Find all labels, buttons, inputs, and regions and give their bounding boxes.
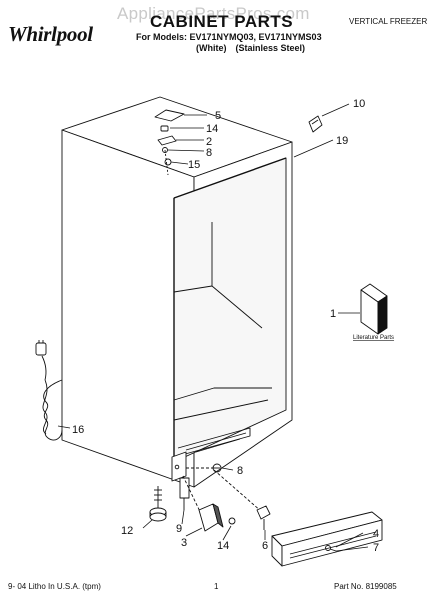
leader-lines <box>57 103 369 552</box>
watermark-text: AppliancePartsPros.com <box>117 4 310 23</box>
leveling-leg-icon <box>149 486 167 522</box>
part-10-clip <box>308 115 323 133</box>
callout-numbers: 5 14 2 8 15 10 19 1 16 8 12 9 3 14 6 4 7 <box>72 98 379 554</box>
callout-1: 1 <box>330 308 336 320</box>
variants-line: (White) (Stainless Steel) <box>196 43 305 53</box>
callout-16: 16 <box>72 424 84 436</box>
footer-print-info: 9- 04 Litho In U.S.A. (tpm) <box>8 582 101 591</box>
callout-8-top: 8 <box>206 147 212 159</box>
hinge-bracket-icon <box>179 477 190 499</box>
brand-logo: Whirlpool <box>8 22 93 46</box>
part-6-clip <box>256 505 271 530</box>
part-3-bracket <box>198 503 224 532</box>
screw-icon <box>162 147 168 153</box>
screw-14-icon <box>228 517 236 525</box>
base-grille <box>271 511 383 567</box>
callout-6: 6 <box>262 540 268 552</box>
callout-4: 4 <box>373 528 379 540</box>
callout-8-bottom: 8 <box>237 465 243 477</box>
callout-19: 19 <box>336 135 348 147</box>
callout-5: 5 <box>215 110 221 122</box>
plug-icon <box>35 342 47 356</box>
category-label: VERTICAL FREEZER <box>349 17 428 26</box>
page-title: CABINET PARTS <box>150 12 294 31</box>
screw-7-icon <box>325 545 337 552</box>
callout-14-top: 14 <box>206 123 218 135</box>
callout-7: 7 <box>373 542 379 554</box>
hinge-plate-icon <box>154 109 185 122</box>
callout-2: 2 <box>206 136 212 148</box>
callout-12: 12 <box>121 525 133 537</box>
variant-white: (White) <box>196 43 227 53</box>
footer-part-number: Part No. 8199085 <box>334 582 397 591</box>
callout-9: 9 <box>176 523 182 535</box>
callout-3: 3 <box>181 537 187 549</box>
power-cord <box>35 340 63 441</box>
variant-stainless: (Stainless Steel) <box>235 43 306 53</box>
top-hinge-assembly <box>154 109 185 176</box>
footer-page-number: 1 <box>214 582 219 591</box>
callout-10: 10 <box>353 98 365 110</box>
screw-8-icon <box>212 463 222 473</box>
bottom-hinge-assembly <box>171 451 263 521</box>
literature-book-icon <box>360 283 388 335</box>
models-line: For Models: EV171NYMQ03, EV171NYMS03 <box>136 32 322 42</box>
hinge-pin-icon <box>157 135 177 146</box>
literature-parts-label: Literature Parts <box>353 335 394 341</box>
bushing-icon <box>160 125 169 132</box>
callout-15: 15 <box>188 159 200 171</box>
cabinet-body <box>61 96 293 488</box>
callout-14-bottom: 14 <box>217 540 229 552</box>
